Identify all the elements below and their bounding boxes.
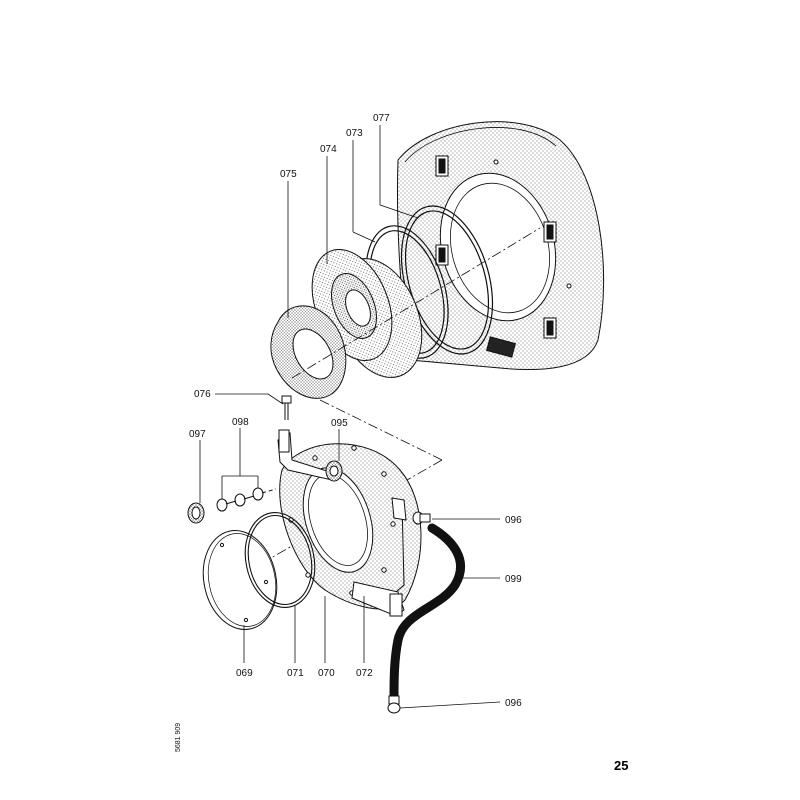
drawing-code: 5681 909: [175, 723, 182, 752]
front-panel: [397, 121, 605, 370]
page-number: 25: [614, 758, 629, 773]
label-070: 070: [318, 668, 335, 679]
label-074: 074: [320, 144, 337, 155]
label-096-top: 096: [505, 515, 522, 526]
label-077: 077: [373, 113, 390, 124]
label-071: 071: [287, 668, 304, 679]
label-096-bottom: 096: [505, 698, 522, 709]
flat-gasket-075: [270, 305, 347, 399]
label-075: 075: [280, 169, 297, 180]
label-072: 072: [356, 668, 373, 679]
small-parts-097-098: [187, 487, 277, 524]
label-098: 098: [232, 417, 249, 428]
fitting-096-top: [412, 511, 431, 525]
label-073: 073: [346, 128, 363, 139]
label-069: 069: [236, 668, 253, 679]
fitting-096-bottom: [387, 695, 401, 714]
label-076: 076: [194, 389, 211, 400]
lower-hinge-bracket-072: [351, 497, 407, 617]
leader-lines: [199, 125, 501, 709]
seal-071: [244, 511, 316, 609]
bush-095: [325, 460, 343, 482]
label-099: 099: [505, 574, 522, 585]
label-097: 097: [189, 429, 206, 440]
label-095: 095: [331, 418, 348, 429]
hose-099: [389, 523, 465, 705]
door-glass-069: [202, 530, 278, 630]
